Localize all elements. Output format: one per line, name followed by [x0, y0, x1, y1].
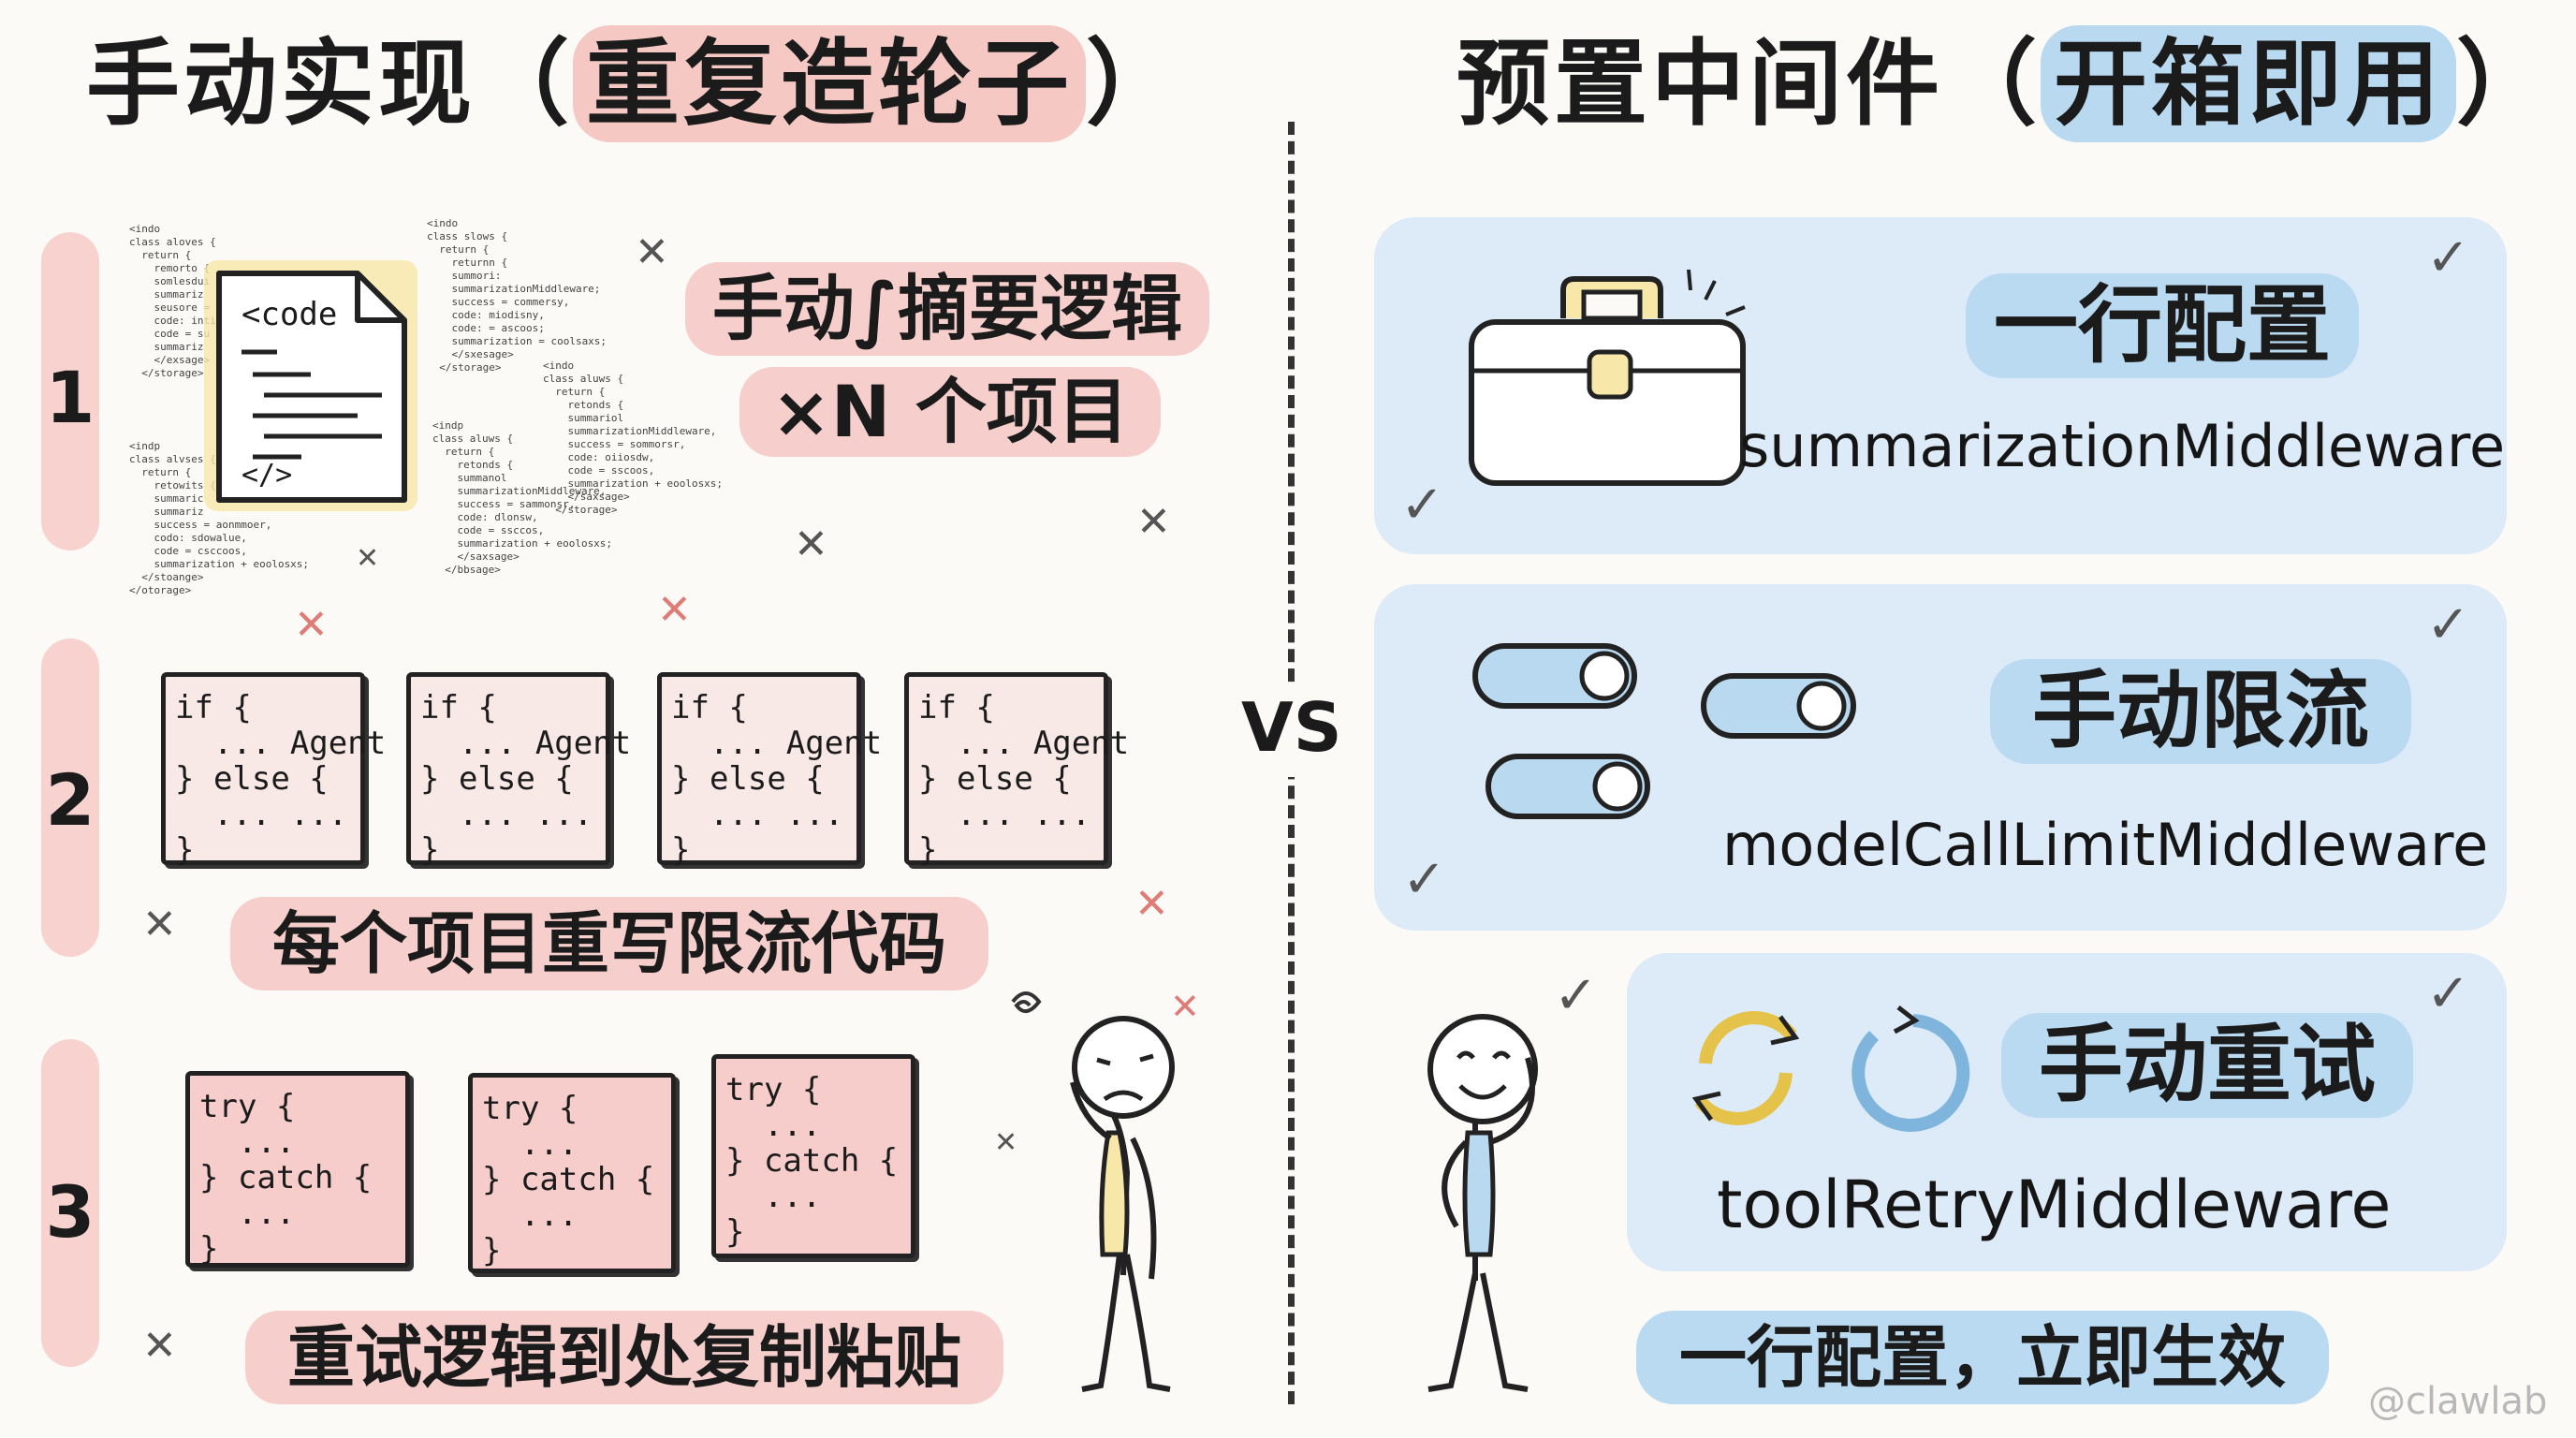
footer-label: 一行配置，立即生效 [1636, 1311, 2329, 1404]
code-document-icon: <code </> [198, 255, 423, 517]
left-title-main: 手动实现（ [86, 29, 573, 139]
left-title: 手动实现（重复造轮子） [86, 25, 1183, 142]
card2-middleware: modelCallLimitMiddleware [1722, 811, 2489, 879]
card3-label: 手动重试 [2001, 1013, 2413, 1118]
tiny-code-c: <indo class aluws { return { retonds { s… [543, 360, 724, 516]
card1-label: 一行配置 [1966, 273, 2359, 378]
check-icon: ✓ [1400, 475, 1444, 536]
watermark: @clawlab [2368, 1380, 2548, 1423]
row1-label-line1: 手动∫摘要逻辑 [685, 262, 1209, 356]
refresh-icon [1685, 998, 1984, 1138]
stick-figure-happy [1385, 992, 1610, 1404]
x-mark-icon: ✕ [356, 542, 380, 575]
row2-code-box-4: if { ... Agent } else { ... ... } [904, 672, 1129, 868]
x-mark-icon: ✕ [635, 228, 669, 276]
check-icon: ✓ [2426, 227, 2470, 288]
row1-label-line2: ×N 个项目 [739, 367, 1161, 457]
row3-code-box-2: try { ... } catch { ... } [468, 1073, 676, 1273]
doc-end: </> [242, 459, 293, 492]
row3-bar [41, 1039, 99, 1367]
tiny-code-b: <indo class slows { return { returnn { s… [427, 217, 607, 374]
tiny-code-d: <indp class aluws { return { retonds { s… [432, 419, 613, 576]
x-mark-icon: ✕ [294, 601, 329, 649]
check-icon: ✓ [1554, 965, 1598, 1026]
card1-middleware: summarizationMiddleware [1739, 412, 2506, 480]
left-title-highlight: 重复造轮子 [573, 25, 1086, 142]
stick-figure-sad [992, 974, 1217, 1404]
x-mark-icon: ✕ [142, 1322, 177, 1370]
row2-bar [41, 638, 99, 957]
x-mark-icon: ✕ [142, 901, 177, 948]
x-mark-icon: ✕ [1134, 880, 1169, 928]
right-title-main: 预置中间件（ [1456, 29, 2041, 139]
check-icon: ✓ [2426, 594, 2470, 655]
row2-code-box-3: if { ... Agent } else { ... ... } [657, 672, 882, 868]
row2-label: 每个项目重写限流代码 [230, 897, 988, 990]
x-mark-icon: ✕ [794, 521, 828, 568]
card3-middleware: toolRetryMiddleware [1717, 1167, 2392, 1243]
x-mark-icon: ✕ [1136, 498, 1171, 546]
row2-number: 2 [45, 758, 95, 842]
row2-code-box-1: if { ... Agent } else { ... ... } [161, 672, 386, 868]
right-title: 预置中间件（开箱即用） [1456, 25, 2554, 142]
check-icon: ✓ [1402, 849, 1446, 910]
toggle-switch-icon [1470, 637, 1881, 843]
tiny-code-a: <indo class aloves { return { remorto { … [129, 223, 216, 379]
row3-label: 重试逻辑到处复制粘贴 [245, 1311, 1003, 1404]
card2-label: 手动限流 [1990, 659, 2411, 764]
left-title-end: ） [1086, 29, 1183, 139]
check-icon: ✓ [2426, 963, 2470, 1024]
x-mark-icon: ✕ [994, 1126, 1018, 1159]
row1-bar [41, 232, 99, 550]
x-mark-icon: ✕ [1170, 986, 1200, 1027]
row2-code-box-2: if { ... Agent } else { ... ... } [406, 672, 631, 868]
doc-title: <code [242, 296, 338, 333]
row3-code-box-1: try { ... } catch { ... } [185, 1071, 410, 1268]
row1-number: 1 [45, 356, 95, 439]
row3-code-box-3: try { ... } catch { ... } [711, 1054, 915, 1258]
right-title-end: ） [2456, 29, 2554, 139]
toolbox-icon [1460, 262, 1760, 496]
x-mark-icon: ✕ [657, 586, 692, 634]
vs-bg [1236, 683, 1348, 777]
right-title-highlight: 开箱即用 [2041, 25, 2456, 142]
row3-number: 3 [45, 1170, 95, 1254]
vs-label: VS [1241, 688, 1342, 767]
